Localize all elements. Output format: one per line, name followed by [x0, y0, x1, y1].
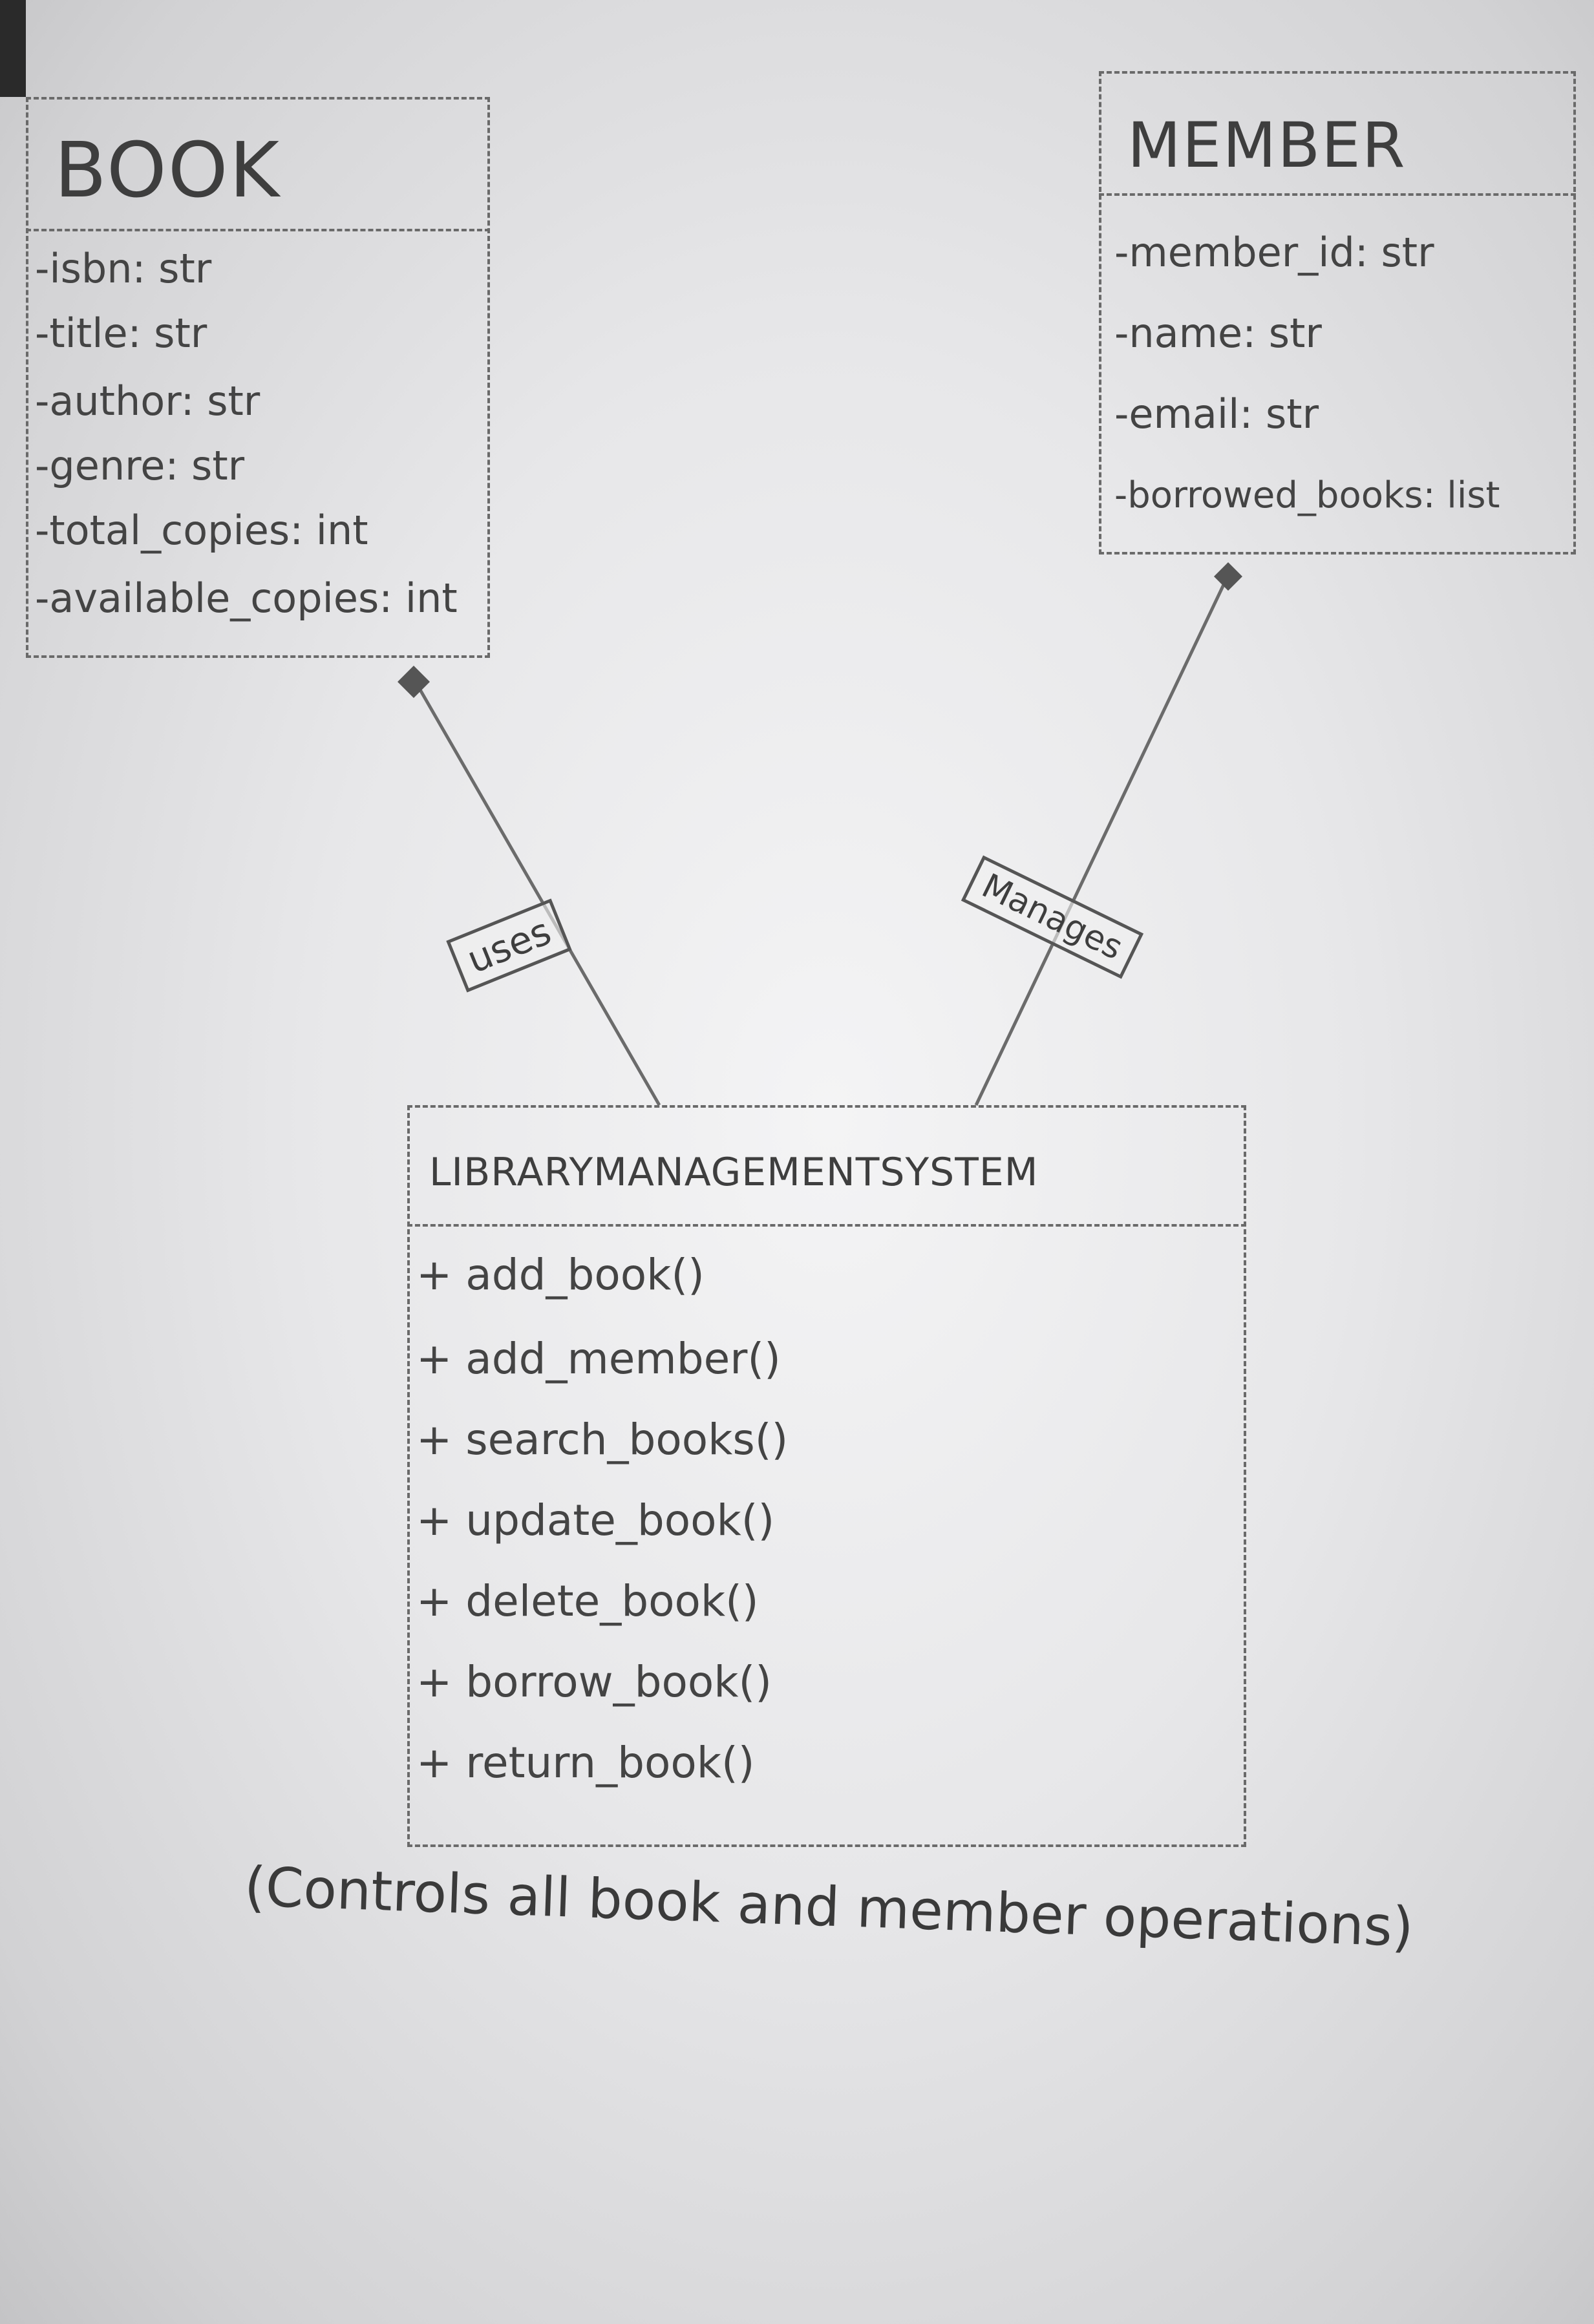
system-method: + add_member()	[416, 1334, 781, 1384]
manages-line	[974, 574, 1230, 1106]
book-class-box: BOOK -isbn: str -title: str -author: str…	[26, 97, 490, 658]
book-attribute: -genre: str	[35, 442, 245, 489]
book-attribute: -total_copies: int	[35, 507, 368, 554]
member-attribute: -email: str	[1114, 390, 1319, 438]
book-attribute: -isbn: str	[35, 245, 212, 292]
book-aggregation-diamond	[398, 666, 430, 698]
library-system-class-title: LIBRARYMANAGEMENTSYSTEM	[429, 1150, 1039, 1195]
system-method: + update_book()	[416, 1495, 775, 1545]
book-title-divider	[26, 229, 490, 231]
system-method: + delete_book()	[416, 1576, 759, 1626]
book-attribute: -title: str	[35, 310, 207, 357]
member-class-box: MEMBER -member_id: str -name: str -email…	[1099, 71, 1576, 555]
member-attribute: -name: str	[1114, 310, 1322, 357]
system-title-divider	[407, 1224, 1246, 1227]
library-system-class-box: LIBRARYMANAGEMENTSYSTEM + add_book() + a…	[407, 1105, 1246, 1847]
book-attribute: -author: str	[35, 377, 260, 425]
uses-line	[412, 677, 661, 1106]
book-attribute: -available_copies: int	[35, 575, 458, 622]
system-method: + add_book()	[416, 1250, 705, 1300]
photo-corner-shadow	[0, 0, 26, 97]
book-class-title: BOOK	[54, 125, 281, 215]
system-method: + borrow_book()	[416, 1657, 772, 1707]
member-class-title: MEMBER	[1127, 109, 1407, 182]
member-aggregation-diamond	[1214, 562, 1242, 591]
system-method: + return_book()	[416, 1738, 755, 1788]
member-title-divider	[1099, 193, 1576, 196]
member-attribute: -member_id: str	[1114, 229, 1434, 276]
system-method: + search_books()	[416, 1415, 789, 1464]
member-attribute: -borrowed_books: list	[1114, 474, 1500, 516]
